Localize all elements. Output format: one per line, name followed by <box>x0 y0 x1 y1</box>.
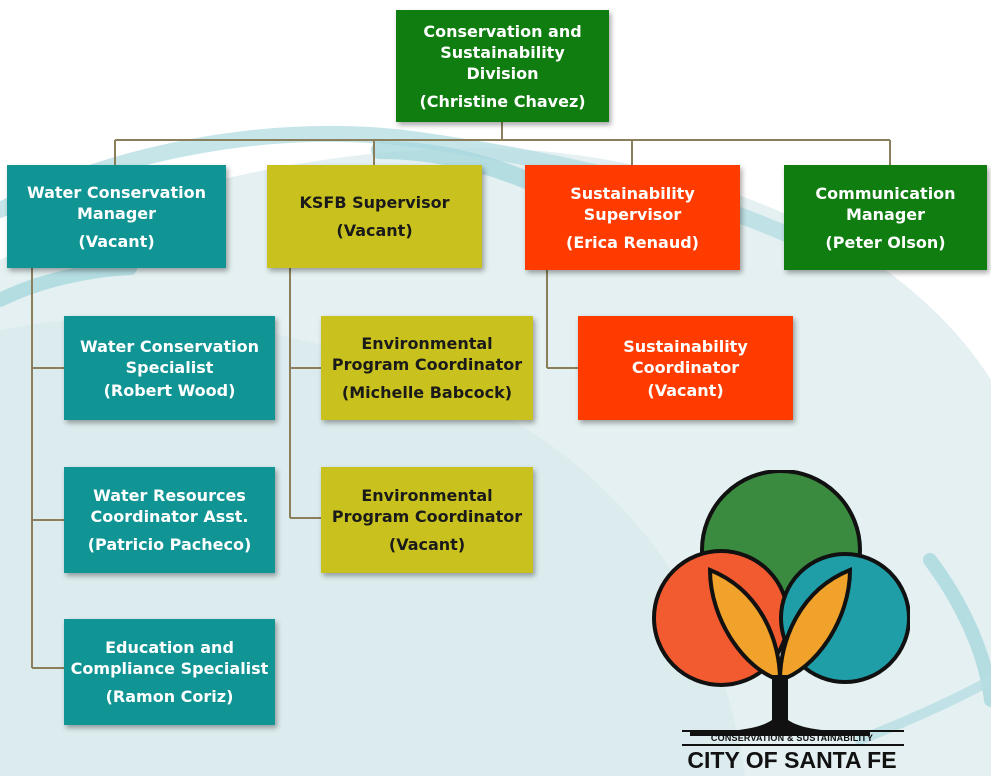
org-box-education-specialist: Education and Compliance Specialist (Ram… <box>64 619 275 725</box>
org-box-title: Water Conservation Specialist <box>80 336 259 377</box>
org-box-water-manager: Water Conservation Manager (Vacant) <box>7 165 226 268</box>
org-box-name: (Erica Renaud) <box>566 232 699 252</box>
org-box-sustainability-coordinator: Sustainability Coordinator (Vacant) <box>578 316 793 420</box>
org-box-title: KSFB Supervisor <box>299 193 450 212</box>
org-box-name: (Ramon Coriz) <box>105 687 234 706</box>
city-of-santa-fe-logo <box>652 470 910 736</box>
org-box-title: Sustainability Coordinator <box>623 336 748 377</box>
org-box-title: Water Conservation Manager <box>27 182 206 223</box>
logo-rule-middle <box>682 744 904 746</box>
org-box-name: (Vacant) <box>647 380 724 400</box>
org-box-title: Communication Manager <box>815 183 956 224</box>
org-box-title: Environmental Program Coordinator <box>331 334 523 374</box>
org-box-sustainability-supervisor: Sustainability Supervisor (Erica Renaud) <box>525 165 740 270</box>
org-box-title: Education and Compliance Specialist <box>70 638 269 678</box>
org-box-name: (Vacant) <box>388 535 466 554</box>
org-box-title: Conservation and Sustainability Division <box>423 21 582 83</box>
org-box-title: Environmental Program Coordinator <box>331 486 523 526</box>
org-box-name: (Patricio Pacheco) <box>87 535 252 554</box>
org-box-name: (Robert Wood) <box>103 380 236 400</box>
logo-name: CITY OF SANTA FE <box>687 747 897 773</box>
org-box-title: Water Resources Coordinator Asst. <box>90 486 249 526</box>
org-box-water-resources: Water Resources Coordinator Asst. (Patri… <box>64 467 275 573</box>
org-box-name: (Christine Chavez) <box>419 91 586 111</box>
org-box-water-specialist: Water Conservation Specialist (Robert Wo… <box>64 316 275 420</box>
logo-tree-trunk <box>690 675 870 736</box>
org-box-env-coordinator-1: Environmental Program Coordinator (Miche… <box>321 316 533 420</box>
org-box-communication-manager: Communication Manager (Peter Olson) <box>784 165 987 270</box>
org-box-ksfb-supervisor: KSFB Supervisor (Vacant) <box>267 165 482 268</box>
org-box-title: Sustainability Supervisor <box>570 183 695 224</box>
org-box-division: Conservation and Sustainability Division… <box>396 10 609 122</box>
org-box-name: (Michelle Babcock) <box>341 383 513 402</box>
org-box-env-coordinator-2: Environmental Program Coordinator (Vacan… <box>321 467 533 573</box>
org-box-name: (Vacant) <box>78 231 155 251</box>
logo-subtitle: CONSERVATION & SUSTAINABILITY <box>710 733 874 743</box>
org-box-name: (Peter Olson) <box>825 232 946 252</box>
background-swoosh-line <box>855 675 991 745</box>
logo-rule-top <box>682 730 904 732</box>
org-box-name: (Vacant) <box>336 221 413 240</box>
background-swoosh-line <box>0 261 137 307</box>
